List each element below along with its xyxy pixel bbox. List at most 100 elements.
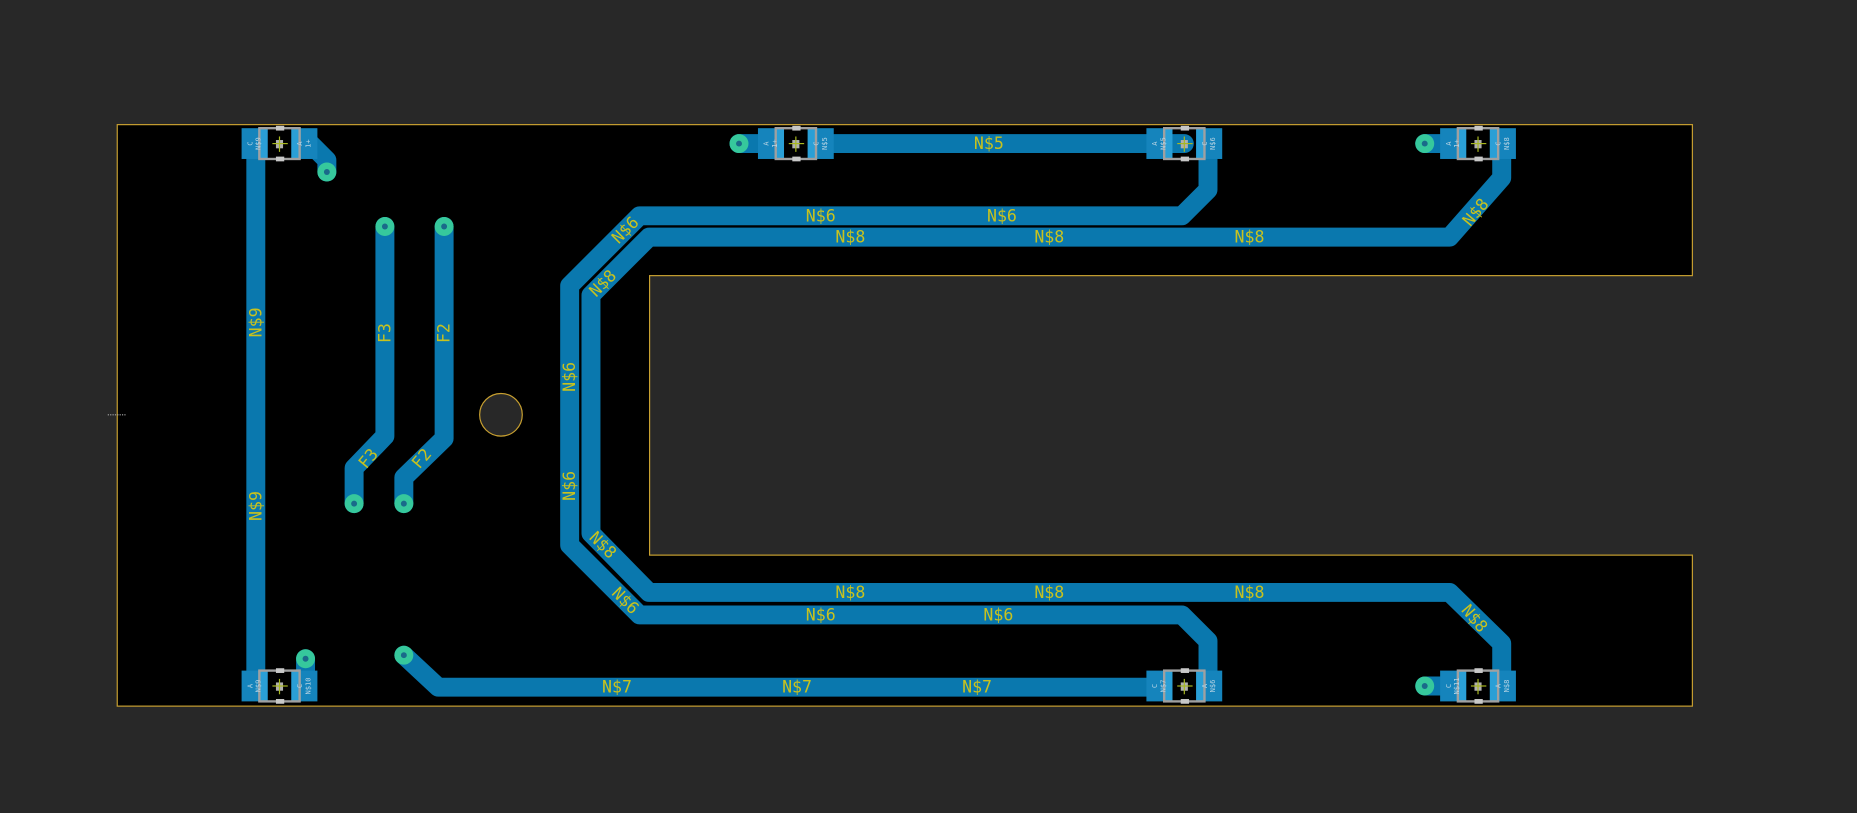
pad-label: N$8 (1502, 680, 1511, 693)
via[interactable] (317, 162, 337, 182)
pad-label: C (1444, 684, 1453, 688)
via[interactable] (434, 217, 454, 236)
body-tab (1180, 156, 1190, 162)
via[interactable] (729, 134, 749, 154)
via[interactable] (1415, 134, 1435, 154)
via[interactable] (296, 649, 316, 669)
pad-label: N$5 (820, 137, 829, 150)
net-label-n8_top: N$8 (1034, 228, 1064, 247)
cutout-edge-mask (1692, 272, 1708, 559)
net-label-f2: F2 (435, 323, 454, 343)
pad-label: N$7 (1158, 680, 1167, 693)
pad-highlight (1162, 128, 1173, 159)
net-label-n5: N$5 (974, 134, 1004, 153)
via[interactable] (394, 494, 414, 514)
pad-label: C (1150, 684, 1159, 688)
pad-label: N$6 (1208, 680, 1217, 693)
pad-label: C (295, 684, 304, 688)
net-label-n8_top: N$8 (835, 228, 865, 247)
body-tab (1180, 668, 1190, 673)
net-label-f3: F3 (375, 323, 394, 343)
pad-label: A (1444, 141, 1453, 146)
pad-highlight (1456, 128, 1467, 159)
pad-highlight (1196, 128, 1206, 159)
pad-label: 1+ (303, 139, 312, 148)
trace-n7[interactable] (394, 645, 1171, 697)
pad-highlight (1162, 670, 1173, 702)
pad-highlight (807, 128, 818, 159)
pad-label: N$8 (1502, 137, 1511, 150)
trace-f2[interactable] (394, 217, 454, 514)
body-tab (1474, 156, 1483, 162)
pad-label: N$6 (1208, 137, 1217, 150)
pad-label: A (762, 141, 771, 146)
trace-n8[interactable] (581, 134, 1512, 696)
pad-highlight (1489, 128, 1500, 159)
net-label-n6_bottom: N$6 (560, 471, 579, 501)
net-label-n8_bottom: N$8 (1034, 583, 1064, 602)
trace-f3[interactable] (344, 217, 395, 514)
pad-label: A (1150, 141, 1159, 146)
pad-label: N$9 (254, 137, 263, 150)
net-label-n9: N$9 (246, 491, 265, 521)
body-tab (792, 125, 801, 131)
pad-label: C (1494, 141, 1503, 145)
pad-label: N$5 (1158, 137, 1167, 150)
pad-highlight (774, 128, 785, 159)
pad-label: 1+ (770, 139, 779, 148)
pad-label: A (1200, 683, 1209, 688)
pad-label: A (1494, 683, 1503, 688)
net-label-n9: N$9 (246, 307, 265, 337)
pad-highlight (291, 670, 301, 702)
body-tab (1474, 668, 1483, 673)
pad-highlight (258, 670, 268, 702)
pad-highlight (258, 128, 268, 159)
pad-label: N$9 (254, 680, 263, 693)
body-tab (275, 699, 285, 704)
net-label-n6_top: N$6 (560, 362, 579, 392)
body-tab (275, 156, 285, 162)
net-label-n6_top: N$6 (987, 206, 1017, 225)
via[interactable] (375, 217, 395, 236)
pad-highlight (1456, 670, 1467, 702)
via[interactable] (394, 645, 414, 665)
via[interactable] (344, 494, 364, 514)
pad-label: N$11 (1452, 677, 1461, 694)
pad-label: C (1200, 141, 1209, 145)
trace-n6[interactable] (560, 134, 1218, 696)
pad-label: N$10 (303, 677, 312, 694)
body-tab (1180, 699, 1190, 704)
net-label-n6_bottom: N$6 (806, 605, 836, 624)
pad-label: A (245, 683, 254, 688)
net-label-n7: N$7 (962, 678, 992, 697)
net-label-n8_bottom: N$8 (1234, 583, 1264, 602)
net-label-n6_bottom: N$6 (983, 605, 1013, 624)
body-tab (1474, 125, 1483, 131)
pad-label: 1+ (1452, 139, 1461, 148)
net-label-n8_bottom: N$8 (835, 583, 865, 602)
pad-highlight (1489, 670, 1500, 702)
net-label-n8_top: N$8 (1234, 228, 1264, 247)
pad-label: A (295, 141, 304, 146)
body-tab (1180, 125, 1190, 131)
body-tab (275, 125, 285, 131)
pad-highlight (1196, 670, 1206, 702)
net-label-n7: N$7 (602, 678, 632, 697)
pad-label: C (811, 141, 820, 145)
net-label-n6_top: N$6 (806, 206, 836, 225)
pad-label: C (245, 141, 254, 145)
via[interactable] (1415, 676, 1435, 696)
pad-highlight (291, 128, 301, 159)
board-cutout (649, 275, 1705, 556)
body-tab (1474, 699, 1483, 704)
body-tab (275, 668, 285, 673)
mounting-hole[interactable] (479, 392, 523, 437)
